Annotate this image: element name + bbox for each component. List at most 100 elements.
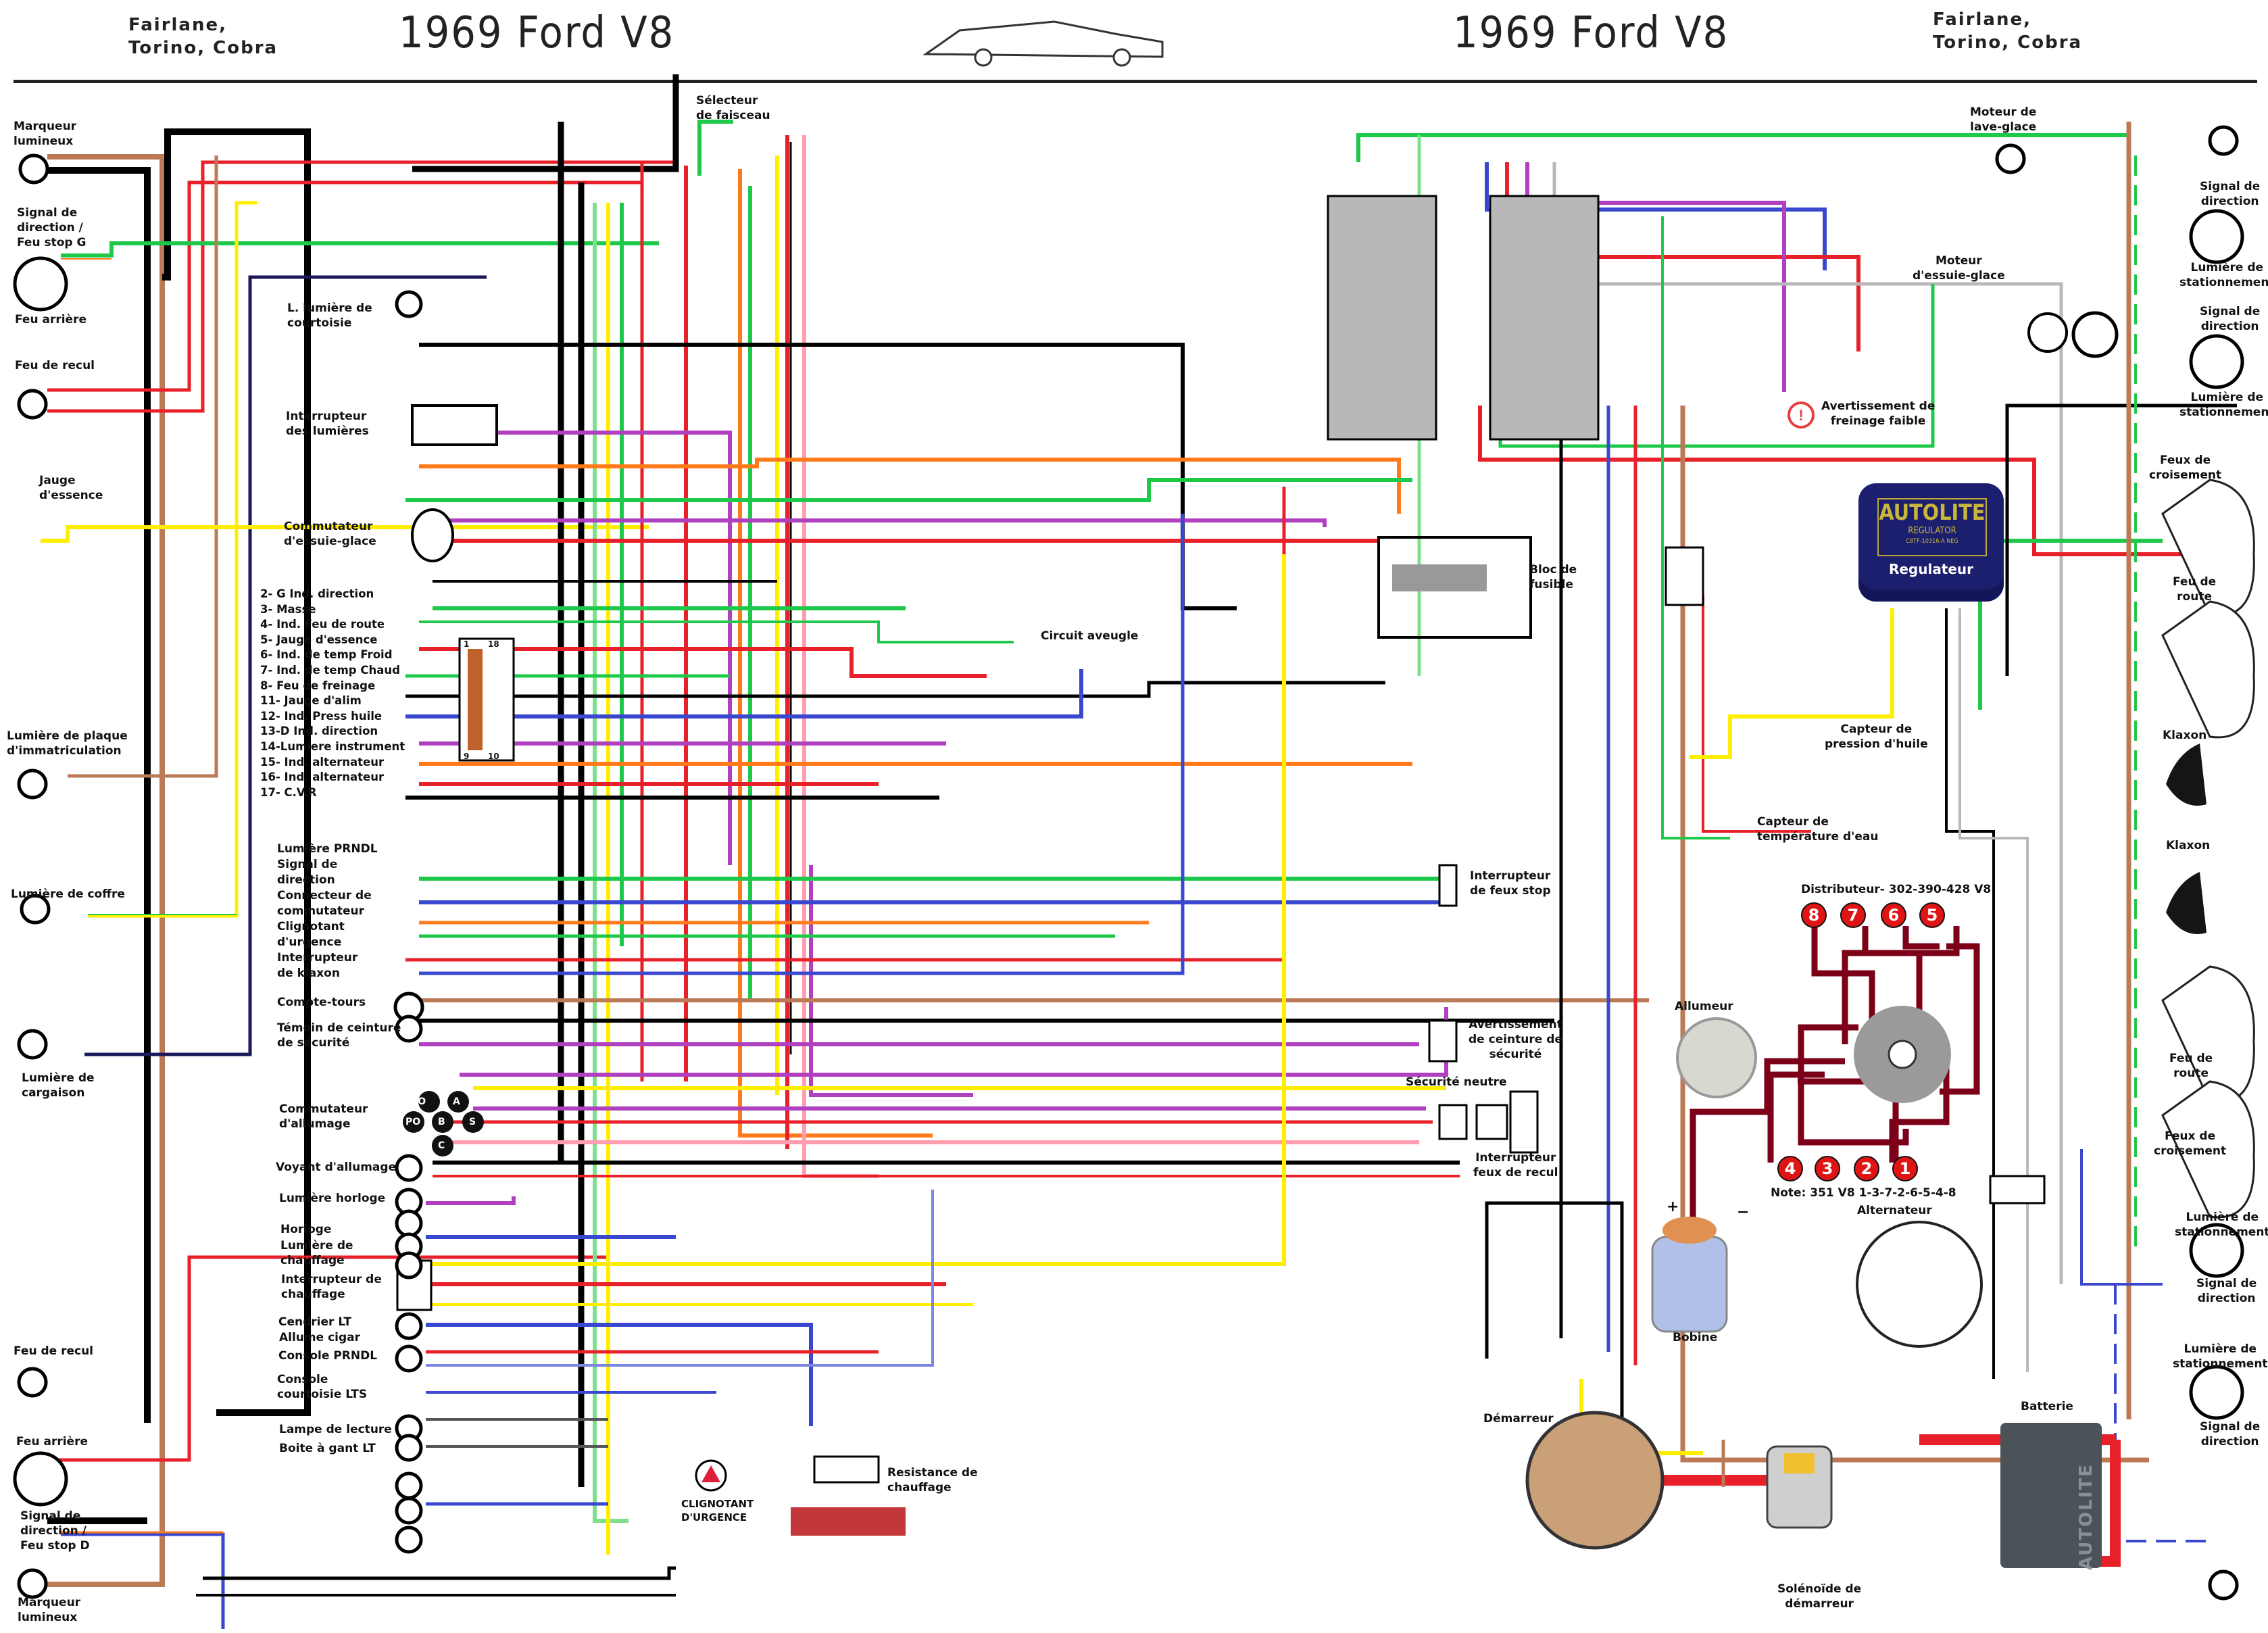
label-ignition-switch: Commutateur d'allumage (279, 1102, 368, 1131)
distributor-terminal-1: 1 (1892, 1156, 1918, 1181)
starter-motor (1525, 1411, 1665, 1550)
cluster-pin-18: 18 (488, 639, 499, 649)
fuse-block (1377, 536, 1532, 639)
legend-item: 3- Masse (260, 602, 316, 616)
label-console-courtesy: Console courtoisie LTS (277, 1373, 368, 1401)
label-seatbelt-indicator: Témoin de ceinture de sécurité (277, 1021, 401, 1050)
hazard-triangle-icon (701, 1465, 720, 1482)
label-horn-1: Klaxon (2163, 729, 2207, 742)
wiper-switch-body[interactable] (411, 508, 454, 562)
points-plate (1676, 1017, 1757, 1098)
headlights (2161, 479, 2255, 1219)
legend-item: 8- Feu de freinage (260, 679, 376, 692)
label-wiper-switch: Commutateur d'essuie-glace (284, 520, 376, 548)
header-right-subtitle: Fairlane, Torino, Cobra (1933, 9, 2083, 53)
label-coil: Bobine (1673, 1331, 1718, 1344)
seatbelt-warning-box (1428, 1019, 1458, 1063)
label-clock: Horloge (280, 1223, 332, 1236)
ignition-terminal-s: S (469, 1117, 476, 1127)
coil-plus-terminal: + (1667, 1198, 1679, 1215)
distributor-rotor (1888, 1040, 1917, 1069)
distributor-terminal-8: 8 (1801, 902, 1827, 928)
label-heater-resistor: Resistance de chauffage (887, 1466, 978, 1494)
label-light-switch: Interrupteur des lumières (286, 410, 369, 438)
regulator-plate: AUTOLITE REGULATOR C8TF-10316-A NEG (1877, 498, 1987, 556)
battery-brand: AUTOLITE (2076, 1463, 2096, 1571)
heater-resistor-connector (813, 1455, 880, 1484)
label-trunk-light: Lumière de coffre (11, 887, 125, 901)
label-points: Allumeur (1675, 1000, 1733, 1013)
label-neutral-safety: Sécurité neutre (1406, 1075, 1507, 1089)
alternator-body (1856, 1221, 1983, 1348)
label-turn-signal-2: Signal de direction (2200, 305, 2261, 333)
label-temp-sensor: Capteur de température d'eau (1757, 815, 1879, 844)
label-parking-light-2: Lumière de stationnement (2179, 391, 2268, 419)
ignition-terminal-c: C (438, 1140, 445, 1151)
legend-item: 2- G Ind. direction (260, 587, 374, 600)
label-starter: Démarreur (1483, 1412, 1554, 1425)
label-turn-signal-4: Signal de direction (2200, 1420, 2261, 1448)
legend-item: 4- Ind. Feu de route (260, 618, 385, 631)
legend-item: 5- Jauge d'essence (260, 633, 378, 646)
legend-item: 13-D Ind. direction (260, 725, 378, 738)
label-cigar-lighter: Allume cigar (279, 1331, 361, 1344)
horns (2166, 744, 2207, 934)
distributor-terminal-7: 7 (1840, 902, 1866, 928)
distributor-terminal-2: 2 (1854, 1156, 1879, 1181)
label-tail-light-bottom: Feu arrière (16, 1435, 88, 1448)
label-wiper-motor: Moteur d'essuie-glace (1913, 254, 2005, 283)
svg-text:!: ! (1798, 407, 1803, 424)
wiper-motor-icon (2027, 312, 2068, 353)
brake-switch (1438, 864, 1458, 907)
label-horn-2: Klaxon (2166, 839, 2211, 852)
solenoid-plunger (1784, 1453, 1815, 1473)
bulkhead-connector-left (1327, 195, 1437, 441)
label-courtesy-light: L. lumière de courtoisie (287, 301, 372, 330)
ignition-terminal-po2: PO (405, 1117, 421, 1127)
label-fuel-gauge: Jauge d'essence (39, 474, 103, 502)
label-solenoid: Solénoïde de démarreur (1777, 1582, 1862, 1611)
neutral-safety-switch (1438, 1104, 1468, 1140)
label-reading-lamp: Lampe de lecture (279, 1423, 392, 1436)
legend-item: 15- Ind. alternateur (260, 755, 385, 769)
regulator-brand: AUTOLITE (1879, 499, 1986, 525)
starter-solenoid (1766, 1445, 1833, 1529)
cluster-pin-10: 10 (488, 752, 499, 761)
light-switch-body[interactable] (411, 404, 498, 446)
distributor-terminal-6: 6 (1881, 902, 1906, 928)
junction-block-2 (1989, 1175, 2046, 1204)
distributor-terminal-4: 4 (1777, 1156, 1803, 1181)
ignition-terminal-a: A (453, 1096, 460, 1107)
label-washer-motor: Moteur de lave-glace (1970, 105, 2037, 134)
coil-cap (1662, 1217, 1717, 1244)
label-turn-signal-1: Signal de direction (2200, 180, 2261, 208)
label-parking-light-1: Lumière de stationnement (2179, 261, 2268, 289)
label-high-beam-top: Feu de route (2173, 575, 2217, 604)
legend-item: 17- C.V.R (260, 785, 317, 799)
label-tachometer: Compte-tours (277, 996, 366, 1009)
cluster-pin-9: 9 (464, 752, 470, 761)
junction-block (1665, 546, 1704, 606)
header-left-title: 1969 Ford V8 (399, 8, 675, 58)
header-right-title: 1969 Ford V8 (1453, 8, 1729, 58)
label-backup-light-top: Feu de recul (15, 359, 95, 372)
distributor-terminal-5: 5 (1919, 902, 1945, 928)
battery: AUTOLITE (2000, 1423, 2102, 1571)
car-illustration (922, 20, 1164, 58)
label-high-beam-bottom: Feu de route (2169, 1052, 2213, 1080)
label-blind-circuit: Circuit aveugle (1041, 629, 1139, 643)
ignition-terminal-po: PO (411, 1096, 426, 1107)
label-seatbelt-warning: Avertissement de ceinture de sécurité (1469, 1018, 1562, 1061)
label-marker-light-bottom: Marqueur lumineux (18, 1596, 81, 1624)
label-brake-switch: Interrupteur de feux stop (1470, 869, 1551, 898)
legend-item: 16- Ind. alternateur (260, 771, 385, 784)
voltage-regulator: AUTOLITE REGULATOR C8TF-10316-A NEG Regu… (1858, 483, 2004, 602)
coil-minus-terminal: − (1737, 1204, 1750, 1221)
label-parking-light-4: Lumière de stationnement (2173, 1342, 2268, 1371)
ignition-switch-body[interactable] (403, 1091, 484, 1156)
bulbs (13, 125, 2244, 1601)
legend-item: 11- Jauge d'alim (260, 694, 362, 708)
label-prndl: Lumière PRNDL Signal de direction Connec… (277, 842, 378, 980)
regulator-type: REGULATOR (1908, 526, 1956, 536)
header-rule (14, 80, 2257, 83)
